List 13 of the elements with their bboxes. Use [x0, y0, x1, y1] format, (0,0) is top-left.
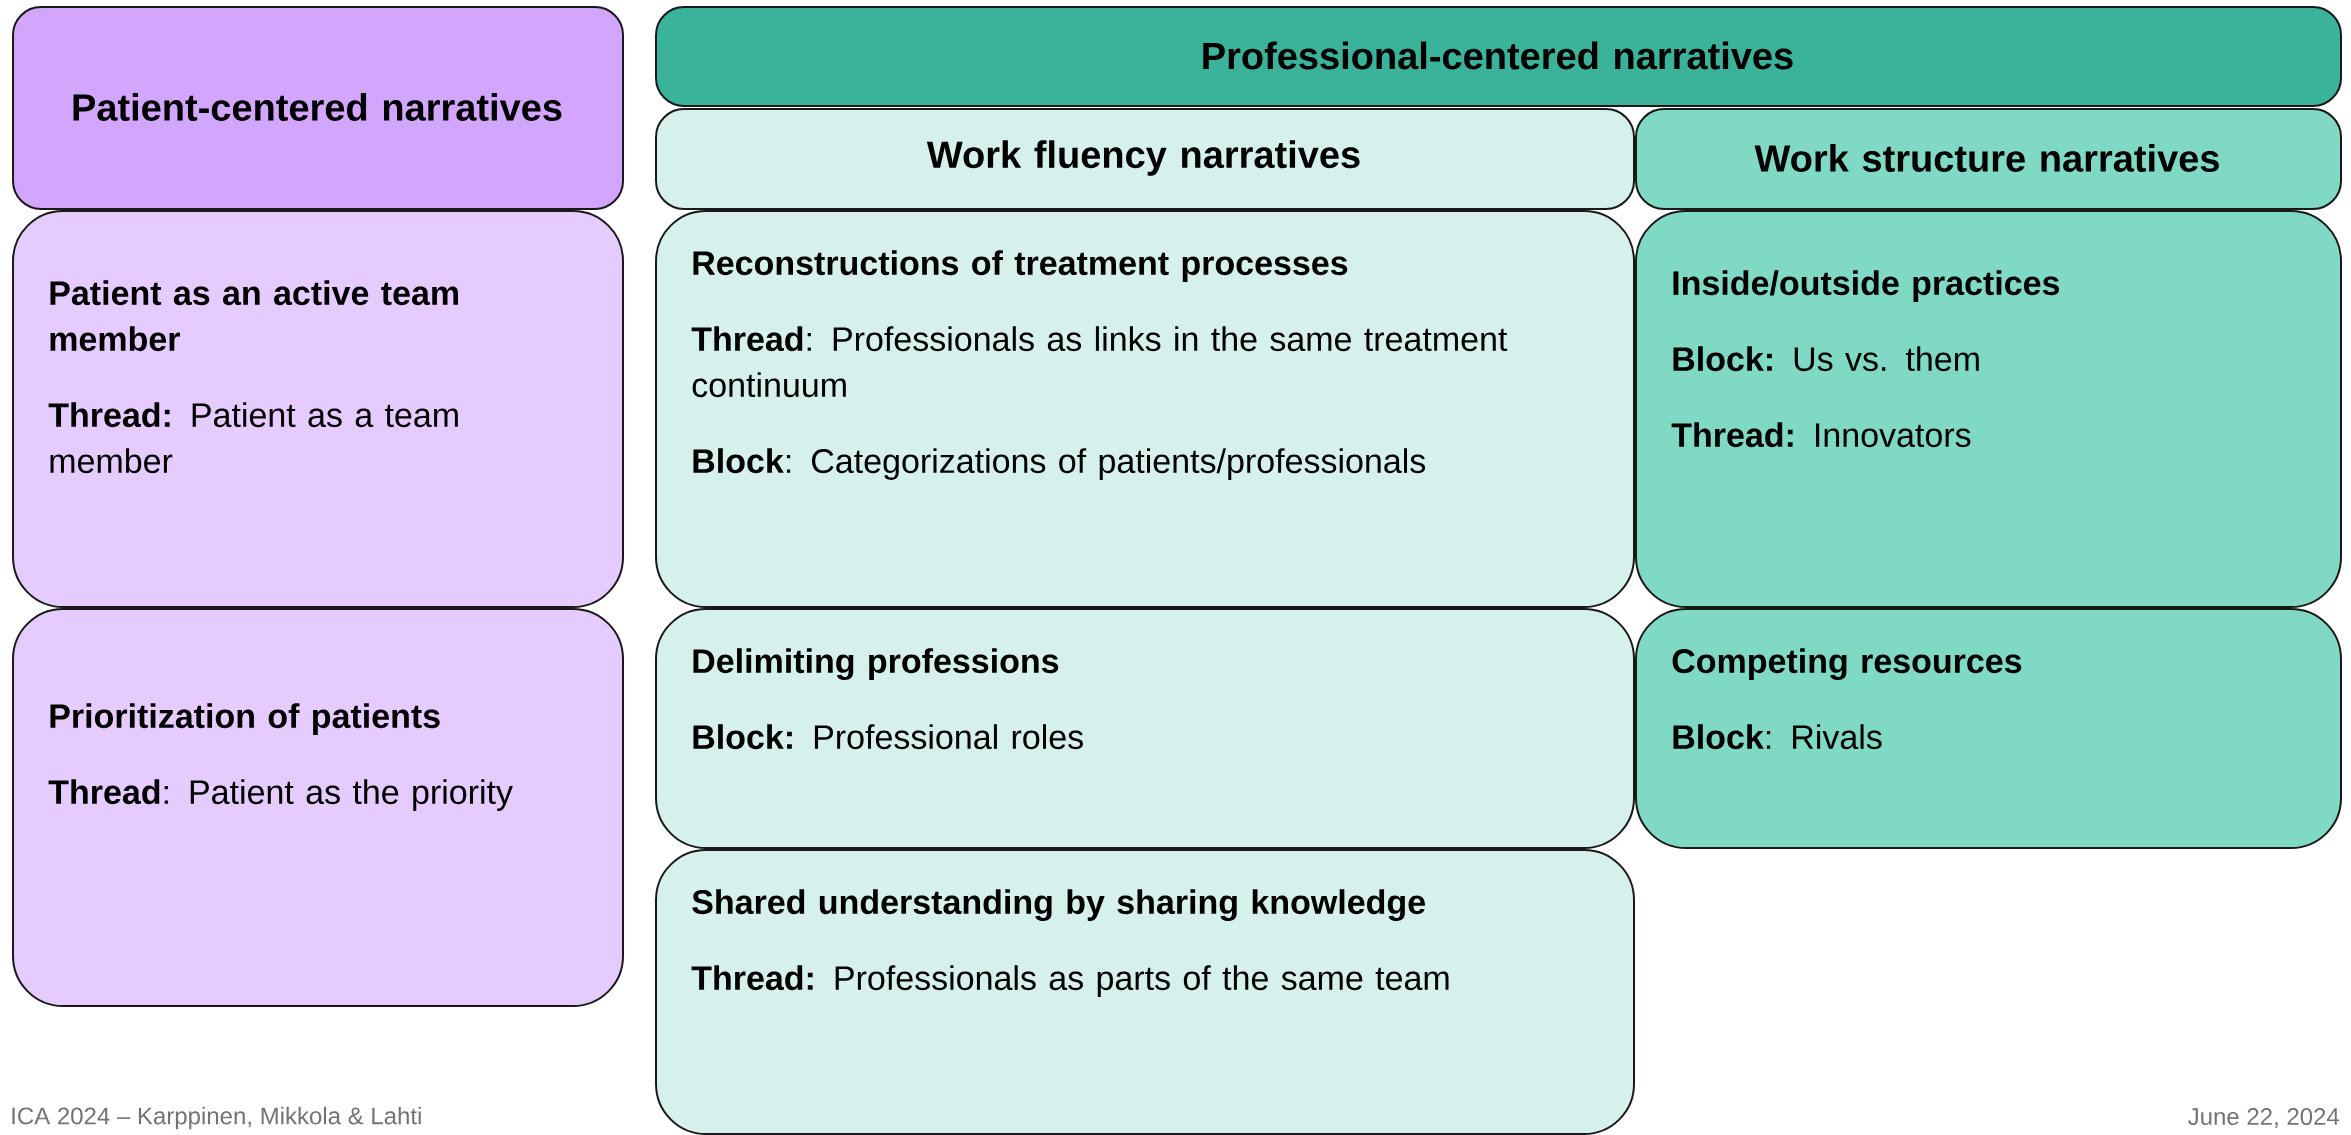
category-box: Professional-centered narratives: [655, 6, 2342, 107]
footer-text: June 22, 2024: [2188, 1108, 2340, 1128]
category-box: Shared understanding by sharing knowledge Thread: Professionals as parts of the same team: [655, 849, 1635, 1135]
category-box: Inside/outside practices Block: Us vs. them Thread: Innovators: [1635, 210, 2342, 608]
category-box: Reconstructions of treatment processes Thread: Professionals as links in the same treatment continuum Block: Categorizations of patients/professionals: [655, 210, 1635, 608]
category-box: Work fluency narratives: [655, 108, 1635, 210]
category-box: Competing resources Block: Rivals: [1635, 608, 2342, 849]
category-box: Work structure narratives: [1635, 108, 2342, 210]
category-box: Patient-centered narratives: [12, 6, 624, 210]
footer-text: ICA 2024 – Karppinen, Mikkola & Lahti: [12, 1106, 421, 1130]
category-box: Patient as an active team member Thread: Patient as a team member: [12, 210, 624, 608]
category-box: Delimiting professions Block: Professional roles: [655, 608, 1635, 849]
category-box: Prioritization of patients Thread: Patient as the priority: [12, 608, 624, 1007]
